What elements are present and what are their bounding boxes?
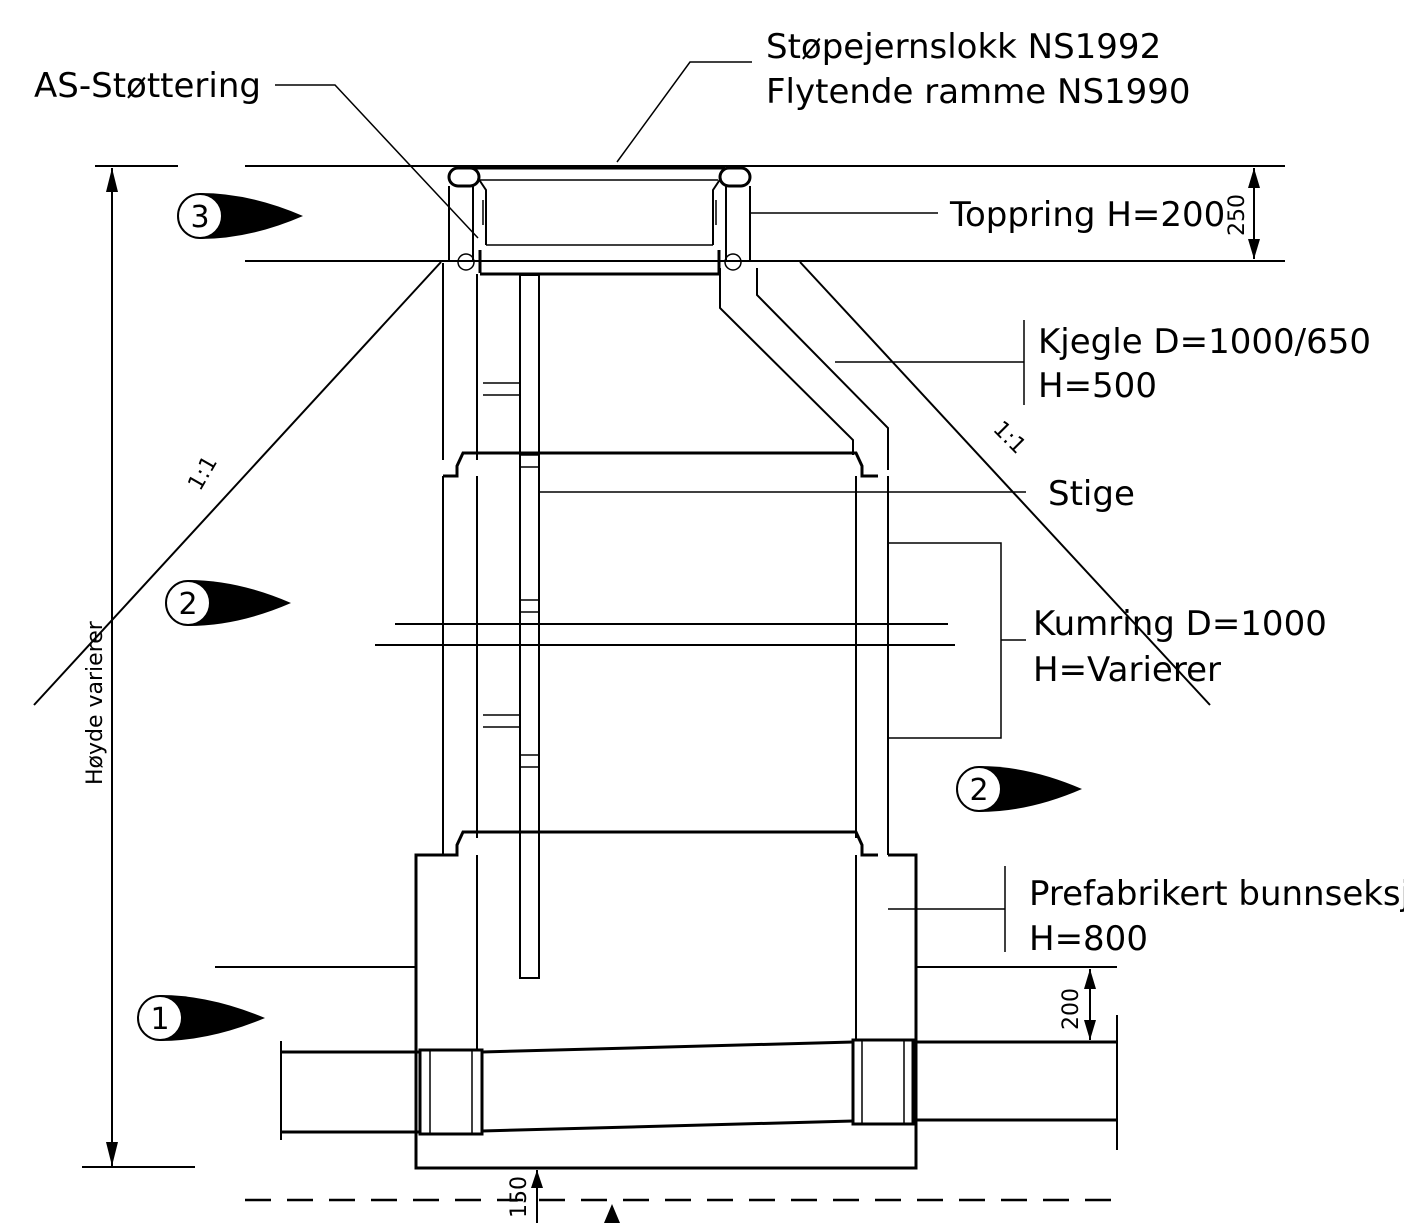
manhole-ring-label-line2: H=Varierer	[1033, 650, 1221, 690]
top-ring-label: Toppring H=200	[949, 195, 1225, 235]
manhole-ring	[442, 476, 889, 857]
top-ring-dimension-label: 250	[1225, 194, 1250, 236]
support-ring-label: AS-Støttering	[34, 66, 261, 106]
bottom-section-label-line2: H=800	[1029, 919, 1148, 959]
manhole-ring-label-line1: Kumring D=1000	[1033, 604, 1327, 644]
slope-right-label: 1:1	[988, 417, 1031, 460]
slope-left-label: 1:1	[184, 452, 223, 495]
cast-iron-cover	[447, 166, 752, 246]
pipe-offset-dimension-label: 200	[1059, 988, 1084, 1030]
svg-text:2: 2	[178, 587, 197, 622]
cover-label-line2: Flytende ramme NS1990	[766, 72, 1191, 112]
pipe-offset-dimension	[1084, 969, 1096, 1040]
base-line	[245, 1198, 1125, 1223]
pipes	[280, 1015, 1118, 1150]
excavation-slope-lines	[33, 261, 1211, 706]
svg-text:1: 1	[150, 1002, 169, 1037]
layer-marker-2-right: 2	[956, 766, 1082, 812]
top-ring-dimension	[1248, 168, 1260, 259]
leader-lines	[275, 61, 1026, 952]
layer-marker-1: 1	[137, 995, 265, 1041]
reference-lines	[82, 165, 1285, 1168]
cone-label-line1: Kjegle D=1000/650	[1038, 322, 1371, 362]
cover-label-line1: Støpejernslokk NS1992	[766, 27, 1161, 67]
ladder	[483, 274, 540, 979]
cone-section	[442, 263, 889, 478]
cone-label-line2: H=500	[1038, 366, 1157, 406]
bottom-section	[414, 853, 918, 1170]
top-ring	[448, 186, 751, 273]
bottom-section-label-line1: Prefabrikert bunnseksjon	[1029, 874, 1404, 914]
ladder-label: Stige	[1048, 474, 1135, 514]
svg-text:2: 2	[969, 773, 988, 808]
layer-boundary	[375, 623, 955, 646]
height-varies-label: Høyde varierer	[83, 620, 108, 785]
svg-text:3: 3	[190, 200, 209, 235]
base-offset-dimension-label: 150	[507, 1176, 532, 1218]
base-offset-dimension	[531, 1170, 543, 1223]
layer-marker-3: 3	[177, 193, 303, 239]
height-dimension	[106, 168, 118, 1166]
layer-marker-2-left: 2	[165, 580, 291, 626]
